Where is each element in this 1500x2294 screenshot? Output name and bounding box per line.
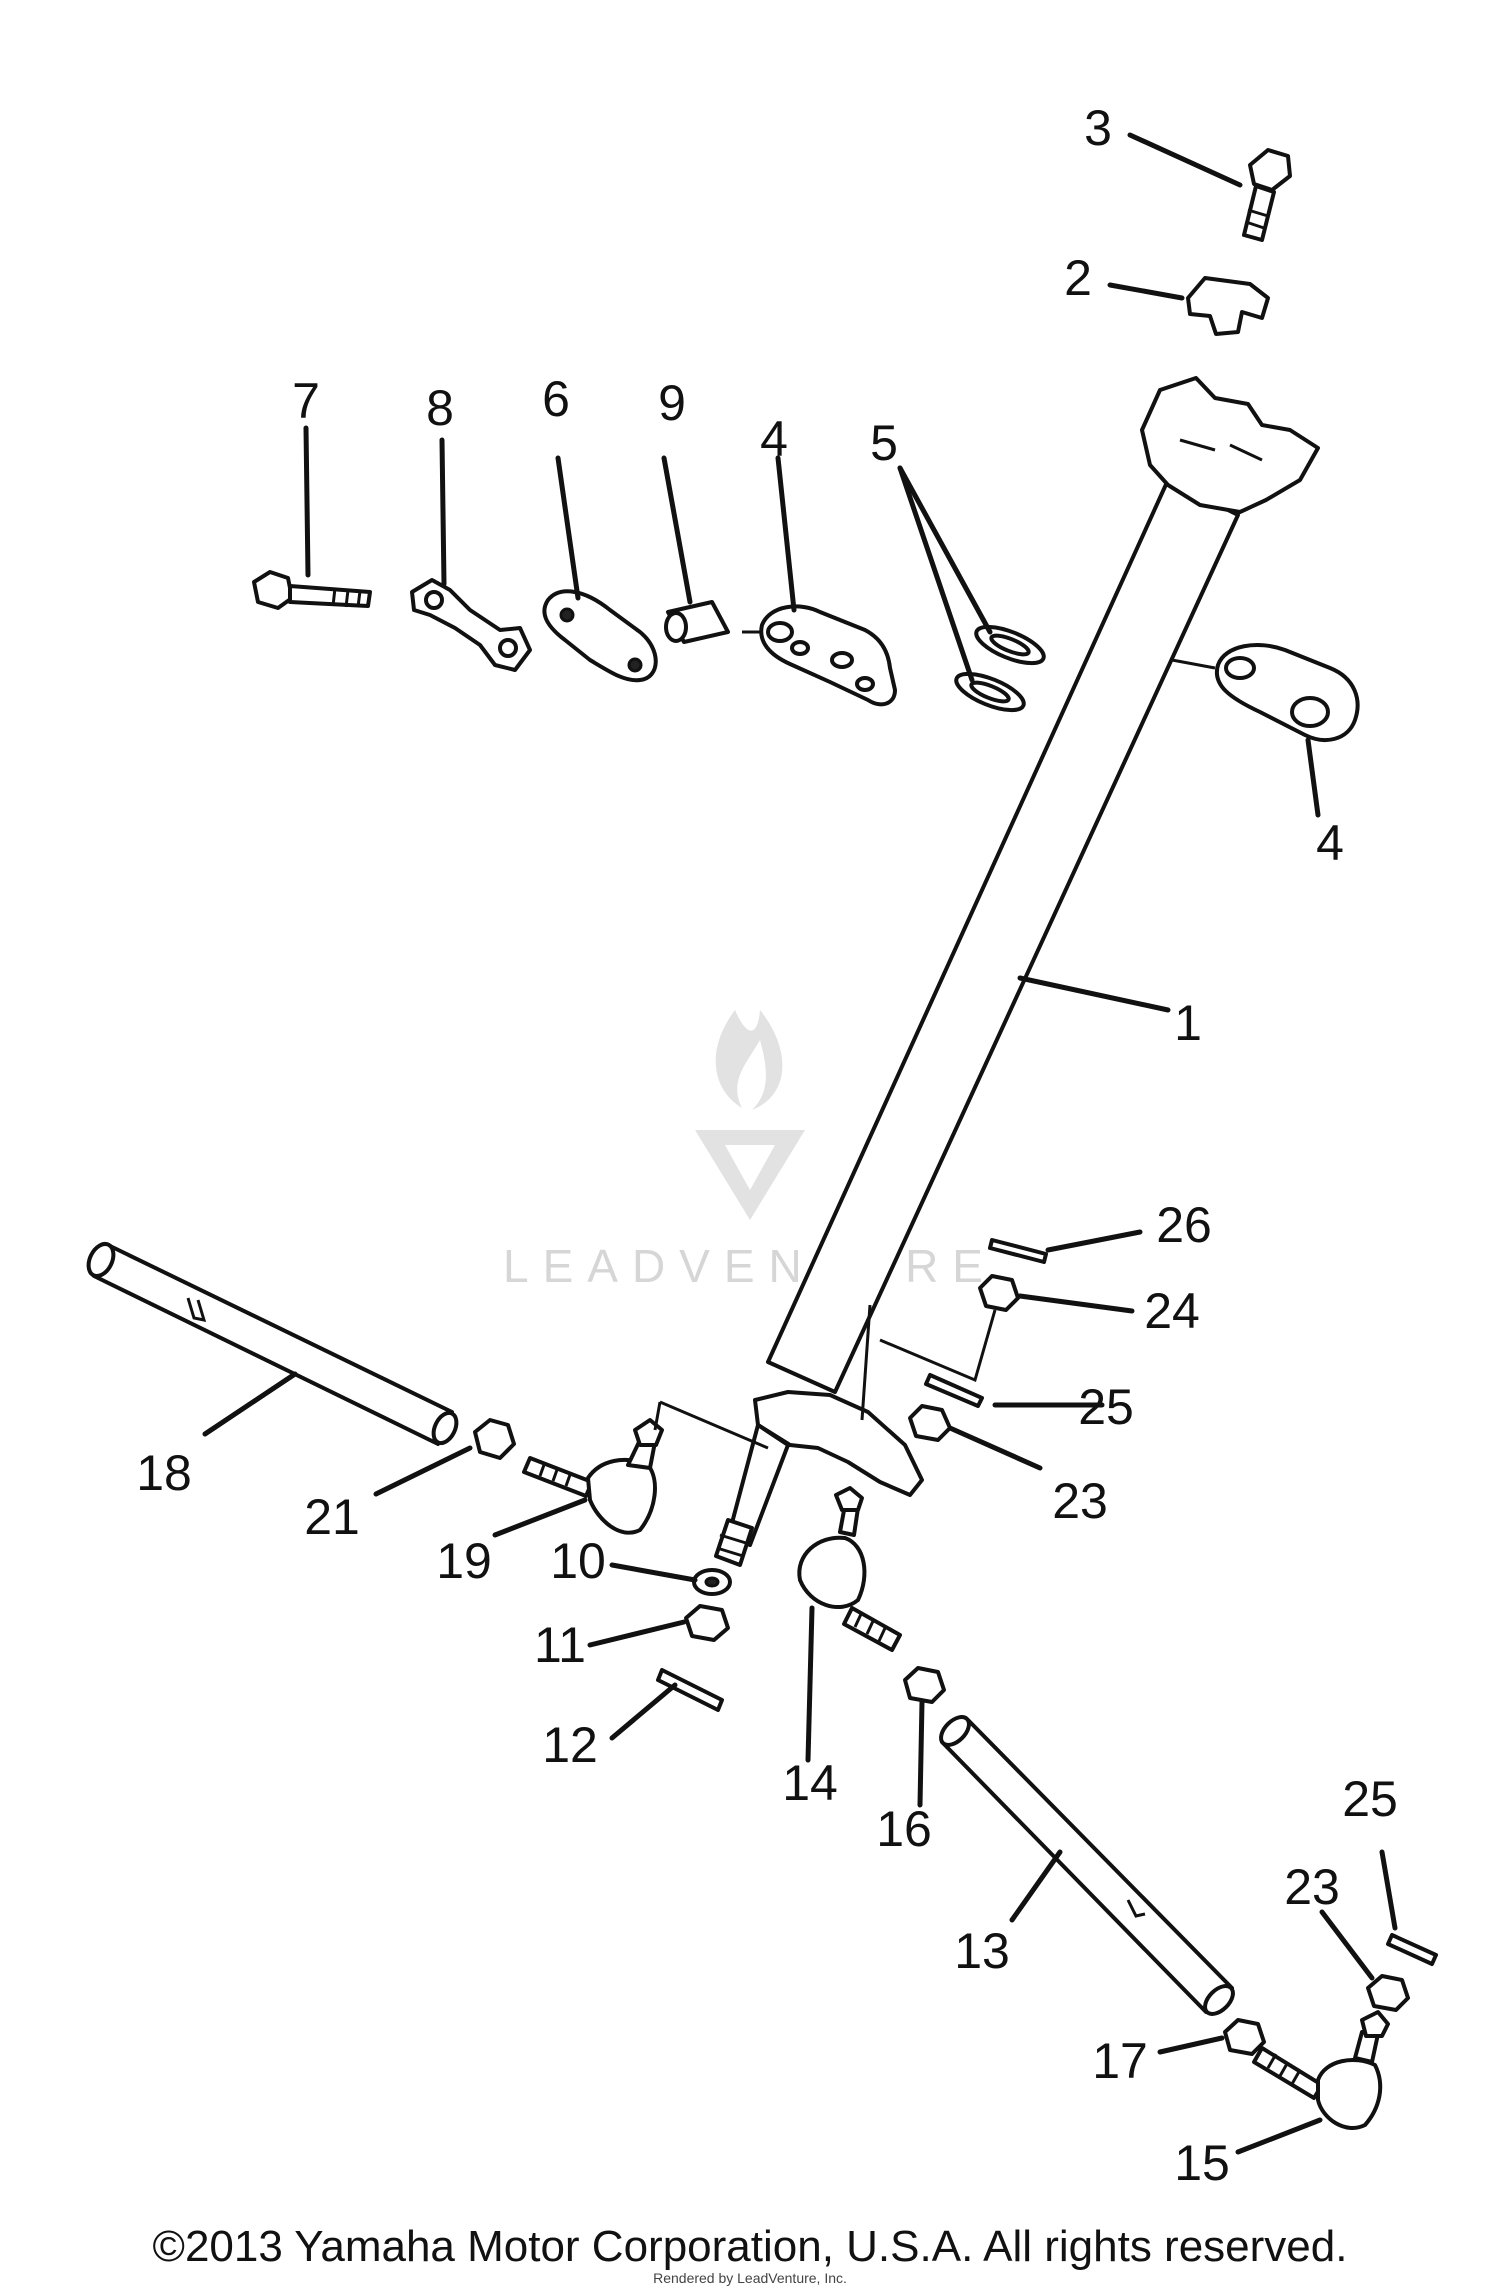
part-19-tie-rod-end [522, 1418, 664, 1535]
callout-25-upper: 25 [1078, 1379, 1134, 1435]
part-12-cotter-pin [656, 1668, 724, 1712]
callout-15: 15 [1174, 2135, 1230, 2191]
callout-8: 8 [426, 380, 454, 436]
part-11-nut [684, 1604, 730, 1642]
part-24-nut [978, 1274, 1020, 1312]
part-1-steering-column [714, 376, 1320, 1567]
part-16-nut [903, 1666, 946, 1704]
part-17-nut [1223, 2018, 1266, 2056]
part-4-holder-left [759, 604, 897, 707]
copyright-notice: ©2013 Yamaha Motor Corporation, U.S.A. A… [152, 2222, 1348, 2271]
part-18-tie-rod [86, 1241, 459, 1446]
part-14-tie-rod-end [797, 1486, 902, 1652]
part-6-plate [542, 589, 658, 683]
callout-10: 10 [550, 1533, 606, 1589]
callout-9: 9 [658, 375, 686, 431]
callout-7: 7 [292, 373, 320, 429]
callout-12: 12 [542, 1717, 598, 1773]
part-25-cotter-pin-upper [924, 1373, 984, 1408]
watermark-chevron-icon [695, 1130, 805, 1220]
callout-26: 26 [1156, 1197, 1212, 1253]
part-2-clamp [1186, 276, 1270, 336]
callout-21: 21 [304, 1489, 360, 1545]
watermark-flame-icon [715, 1010, 783, 1110]
callout-16: 16 [876, 1801, 932, 1857]
watermark-text: LEADVENTURE [503, 1240, 997, 1292]
callout-24: 24 [1144, 1283, 1200, 1339]
callout-23-upper: 23 [1052, 1473, 1108, 1529]
callout-17: 17 [1092, 2033, 1148, 2089]
part-23-nut-lower [1366, 1974, 1410, 2012]
callout-25-lower: 25 [1342, 1771, 1398, 1827]
part-8-lock-plate [410, 578, 532, 672]
callout-4-right: 4 [1316, 815, 1344, 871]
callout-11: 11 [534, 1617, 586, 1673]
callout-4-upper: 4 [760, 411, 788, 467]
part-5-washers [954, 624, 1046, 713]
callout-19: 19 [436, 1533, 492, 1589]
part-15-tie-rod-end [1252, 2010, 1390, 2130]
callout-18: 18 [136, 1445, 192, 1501]
callout-1: 1 [1174, 995, 1202, 1051]
part-7-bolt [252, 570, 372, 610]
callout-2: 2 [1064, 250, 1092, 306]
render-credit: Rendered by LeadVenture, Inc. [653, 2270, 847, 2286]
part-13-tie-rod [939, 1715, 1235, 2016]
part-10-washer [692, 1568, 732, 1596]
part-9-collar [664, 600, 730, 644]
callout-14: 14 [782, 1755, 838, 1811]
leader-lines [202, 132, 1398, 2155]
callout-3: 3 [1084, 100, 1112, 156]
callout-5: 5 [870, 415, 898, 471]
callout-6: 6 [542, 371, 570, 427]
part-25-cotter-pin-lower [1386, 1933, 1438, 1966]
callout-numbers: 3 2 7 8 6 9 4 5 4 1 26 24 25 23 18 21 19… [136, 100, 1398, 2191]
part-3-bolt [1242, 148, 1292, 242]
callout-13: 13 [954, 1923, 1010, 1979]
part-21-nut [473, 1418, 516, 1460]
part-23-nut-upper [908, 1404, 952, 1442]
callout-23-lower: 23 [1284, 1859, 1340, 1915]
part-4-holder-right [1214, 643, 1360, 742]
part-26-cotter-pin [988, 1238, 1048, 1264]
